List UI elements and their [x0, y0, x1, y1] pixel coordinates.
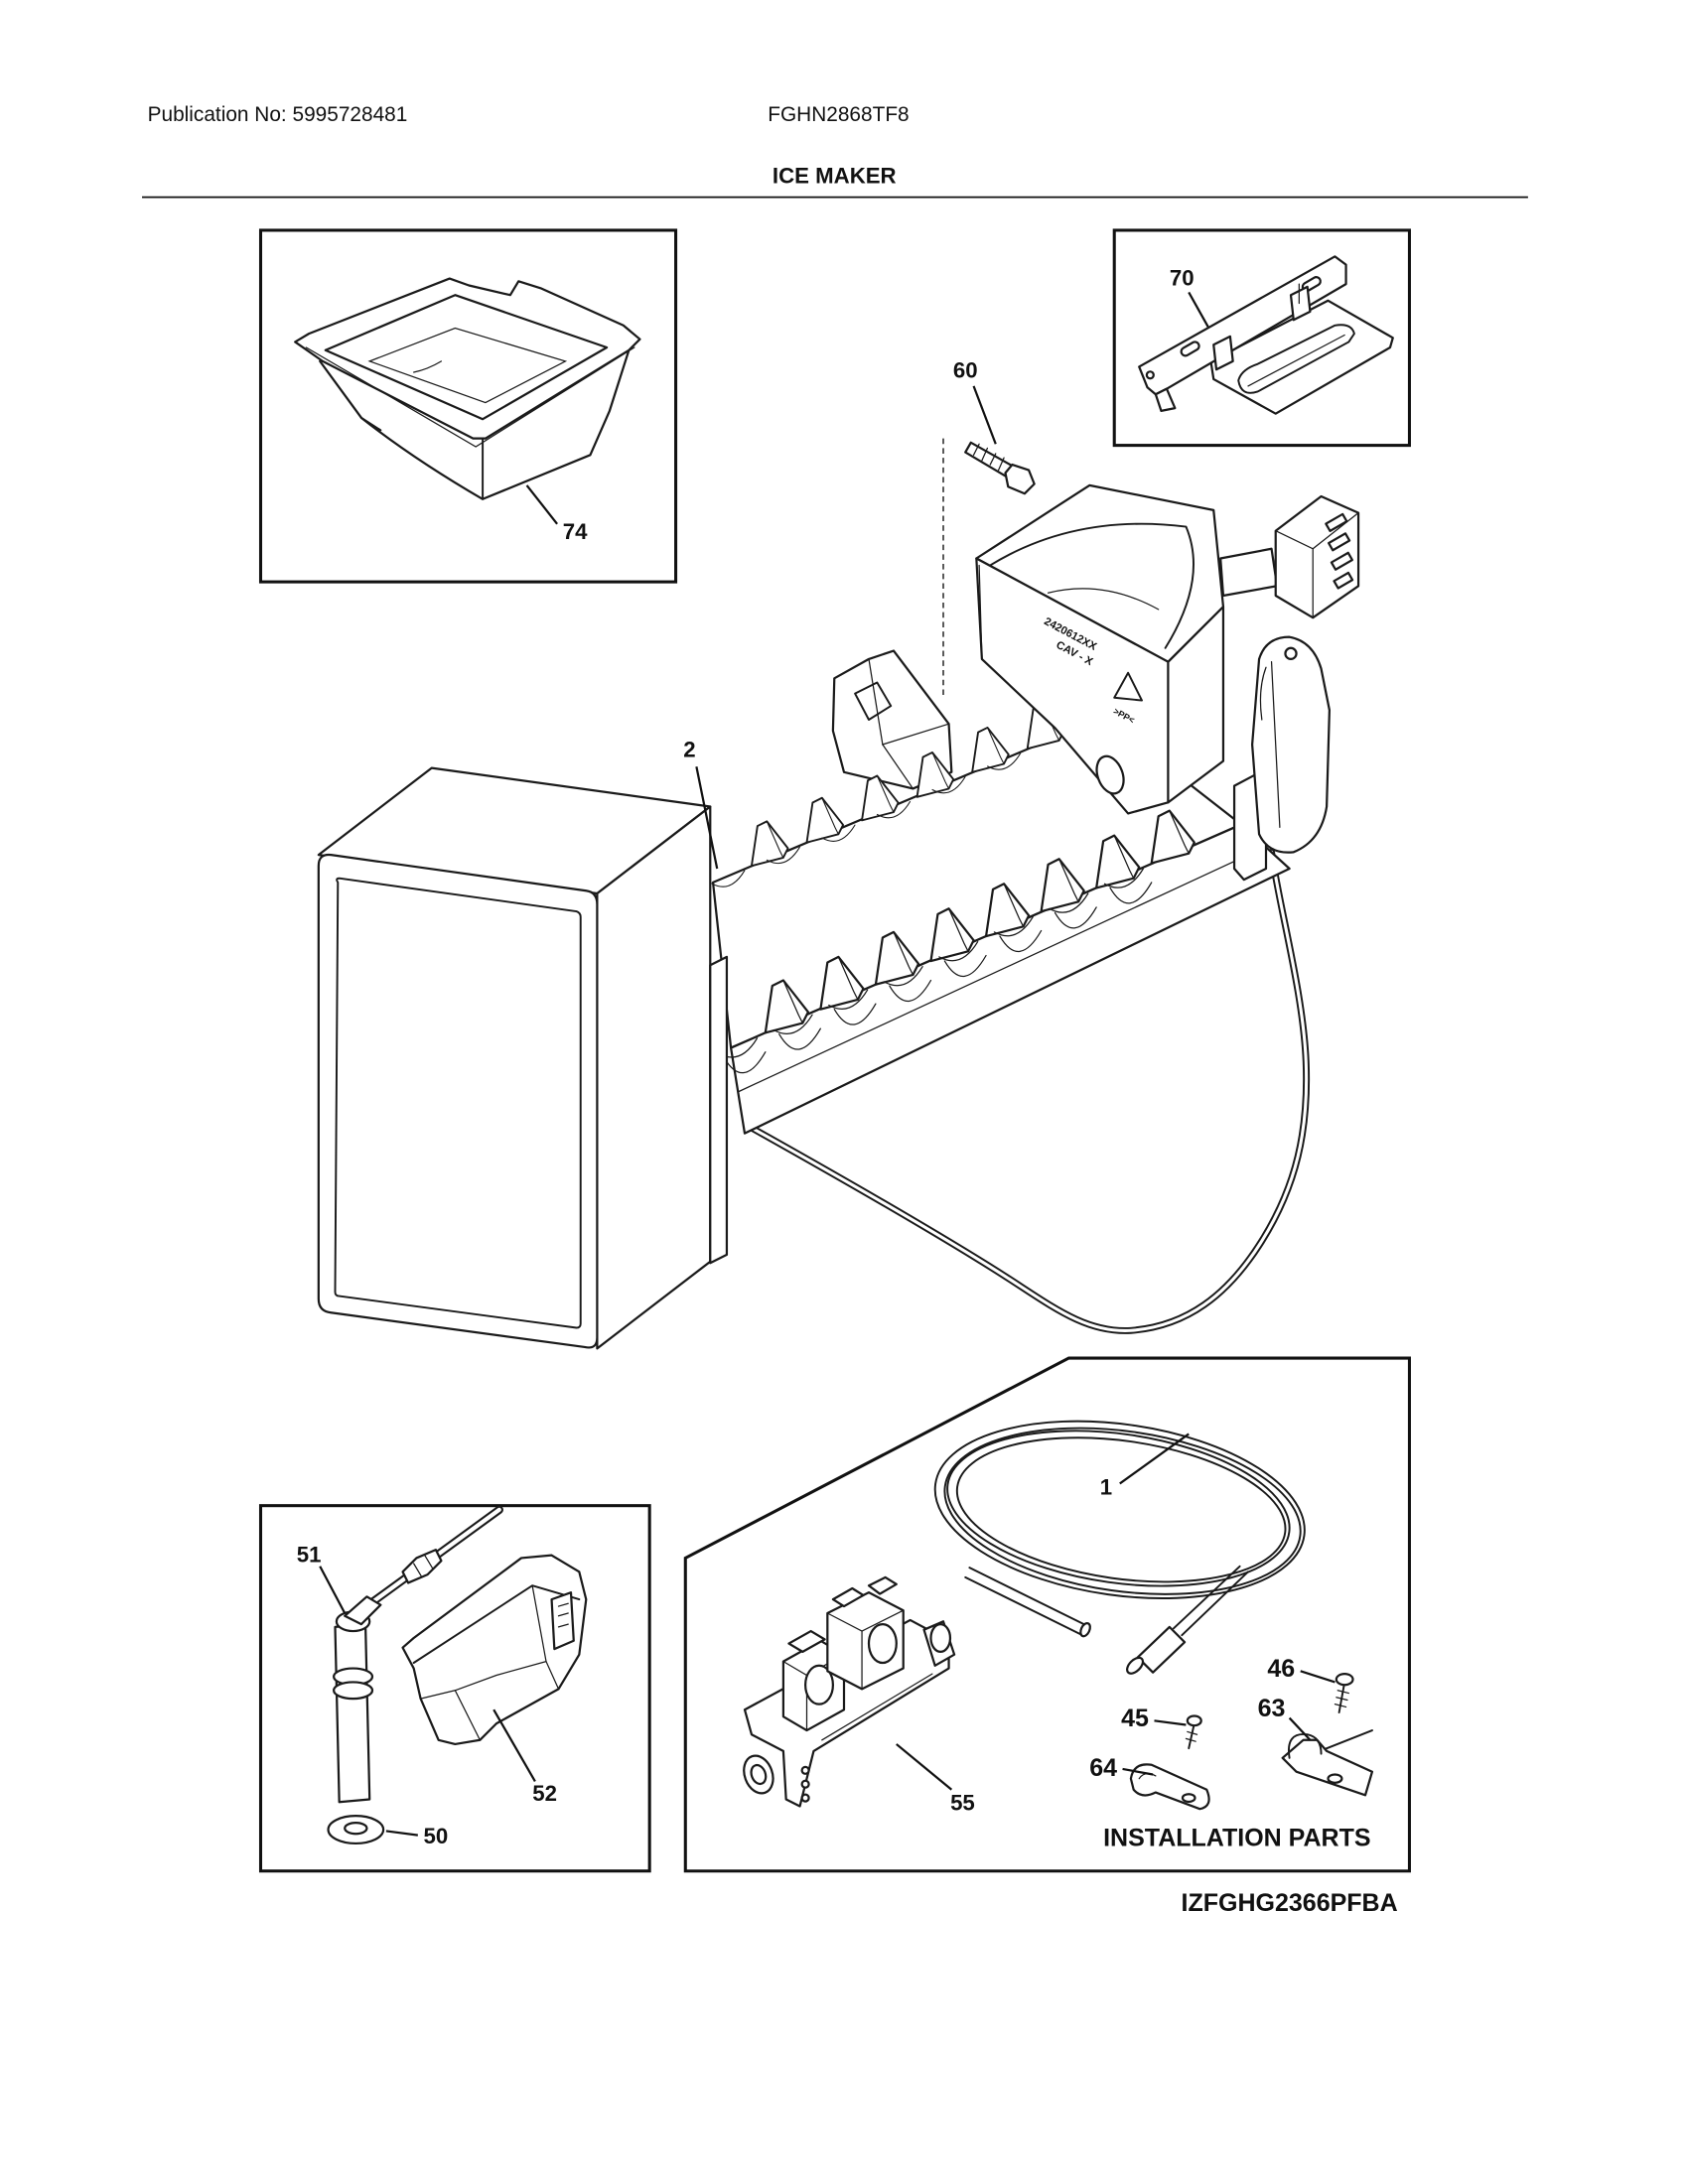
leader-70	[1188, 291, 1209, 328]
callout-45: 45	[1121, 1705, 1149, 1732]
water-tubing-1	[933, 1420, 1306, 1675]
connector-plug	[1219, 494, 1360, 619]
water-valve-55	[743, 1575, 956, 1808]
callout-64: 64	[1089, 1754, 1117, 1782]
figure-id: IZFGHG2366PFBA	[1182, 1889, 1398, 1917]
washer-50	[327, 1815, 385, 1845]
callout-60: 60	[953, 358, 978, 383]
mounting-tab	[831, 649, 953, 790]
screw-45	[1185, 1714, 1202, 1750]
inset-box-installation	[683, 1356, 1411, 1873]
callout-1: 1	[1100, 1475, 1112, 1500]
installation-parts-label: INSTALLATION PARTS	[1103, 1825, 1370, 1852]
section-title: ICE MAKER	[773, 164, 897, 189]
screw-46	[1334, 1672, 1354, 1713]
inset-box-74	[258, 228, 678, 584]
leader-2	[695, 766, 719, 870]
callout-50: 50	[424, 1824, 449, 1848]
leader-51	[319, 1566, 347, 1614]
ice-maker-assembly-2: 2420612XX CAV - X >PP<	[317, 483, 1360, 1350]
leader-74	[525, 484, 558, 525]
harness-housing	[1251, 635, 1331, 854]
publication-number: Publication No: 5995728481	[148, 103, 408, 126]
callout-2: 2	[683, 738, 695, 762]
callout-63: 63	[1258, 1695, 1286, 1722]
clamp-63	[1281, 1729, 1374, 1797]
leader-63	[1288, 1716, 1312, 1741]
callout-51: 51	[297, 1543, 322, 1568]
leader-45	[1154, 1719, 1187, 1726]
recycle-icon	[1113, 671, 1143, 702]
leader-55	[896, 1743, 953, 1791]
screw-60	[964, 441, 1036, 495]
inset-box-drain	[258, 1504, 651, 1873]
wire-harness	[748, 848, 1311, 1334]
callout-74: 74	[563, 519, 588, 544]
callout-70: 70	[1170, 266, 1195, 291]
fill-cup: 2420612XX CAV - X >PP<	[975, 483, 1225, 815]
leader-64	[1122, 1767, 1154, 1776]
leader-52	[492, 1708, 536, 1782]
leader-60	[972, 385, 997, 445]
ice-container-74	[294, 277, 641, 500]
leader-50	[385, 1830, 418, 1837]
leader-1	[1119, 1433, 1190, 1485]
leader-46	[1300, 1670, 1336, 1684]
control-housing	[317, 766, 729, 1350]
model-number: FGHN2868TF8	[768, 103, 909, 126]
cover-52	[401, 1554, 588, 1746]
callout-52: 52	[532, 1781, 557, 1806]
callout-46: 46	[1267, 1655, 1295, 1683]
inset-box-70	[1112, 228, 1411, 448]
mounting-bracket-70	[1138, 255, 1394, 415]
water-tube-51	[333, 1505, 503, 1804]
clamp-64	[1129, 1763, 1210, 1811]
callout-55: 55	[950, 1791, 975, 1816]
